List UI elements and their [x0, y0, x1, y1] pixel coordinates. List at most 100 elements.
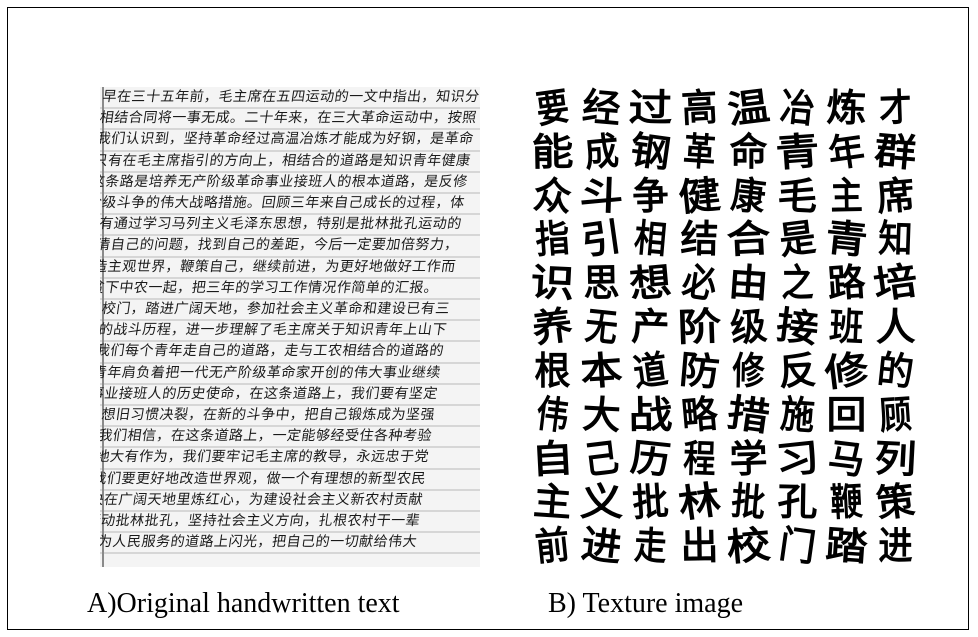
texture-glyph: 培	[870, 257, 920, 309]
texture-glyph: 回	[826, 391, 867, 437]
texture-glyph: 措	[724, 388, 773, 440]
texture-glyph: 接	[774, 301, 822, 352]
handwritten-line: 让青春在为人民服务的道路上闪光，把自己的一切献给伟大的事业。	[100, 534, 418, 551]
texture-glyph: 康	[728, 170, 769, 220]
caption-a: A)Original handwritten text	[87, 588, 400, 619]
handwritten-line: 改造主观世界，鞭策自己，继续前进，为更好地做好工作而奋斗。	[100, 258, 457, 275]
texture-glyph: 产	[630, 303, 671, 350]
texture-glyph: 鞭	[829, 478, 864, 526]
handwritten-line: 同旧思想旧习惯决裂，在新的斗争中，把自己锻炼成为坚强的接班人。	[100, 407, 436, 424]
texture-glyph: 席	[874, 170, 917, 220]
texture-glyph: 大	[581, 390, 622, 438]
texture-glyph: 要	[533, 86, 572, 132]
texture-glyph: 义	[579, 479, 624, 525]
texture-glyph: 批	[729, 477, 768, 526]
texture-glyph: 养	[529, 301, 575, 352]
texture-glyph: 防	[677, 346, 722, 395]
texture-glyph: 相	[632, 215, 669, 263]
handwritten-line: 早在三十五年前，毛主席在五四运动的一文中指出，知识分子如果不和工农	[101, 89, 480, 105]
texture-glyph: 程	[682, 434, 717, 481]
texture-glyph: 青	[823, 214, 870, 264]
texture-glyph: 顾	[877, 390, 914, 438]
texture-glyph: 列	[873, 434, 918, 482]
texture-glyph: 钢	[627, 126, 674, 177]
handwritten-line: 这条路是培养无产阶级革命事业接班人的根本道路，是反修防修的战略措施。	[100, 173, 469, 190]
texture-glyph: 校	[724, 521, 773, 568]
handwritten-line: 我们坚决在广阔天地里炼红心，为建设社会主义新农村贡献力量。	[100, 491, 424, 508]
texture-glyph: 班	[828, 303, 865, 350]
handwritten-line: 走出校门，踏进广阔天地，参加社会主义革命和建设已有三年之久。回顾自己	[100, 301, 451, 318]
texture-glyph: 批	[630, 478, 671, 526]
texture-glyph: 主	[829, 172, 864, 218]
texture-glyph: 走	[633, 522, 668, 568]
texture-glyph: 林	[675, 476, 724, 527]
texture-glyph: 炼	[825, 86, 868, 131]
texture-glyph: 健	[676, 170, 723, 220]
texture-glyph: 毛	[776, 171, 819, 219]
texture-glyph: 道	[630, 345, 671, 395]
texture-glyph: 修	[821, 345, 871, 396]
texture-glyph: 之	[781, 260, 814, 306]
texture-glyph: 伟	[533, 389, 572, 439]
texture-glyph: 斗	[578, 171, 625, 219]
handwritten-line: 经过的战斗历程，进一步理解了毛主席关于知识青年上山下乡的指示。	[100, 322, 448, 339]
texture-glyph: 想	[627, 258, 674, 307]
texture-glyph: 革	[681, 127, 718, 175]
texture-glyph: 修	[731, 347, 766, 394]
texture-glyph: 策	[873, 477, 918, 527]
texture-glyph: 引	[578, 213, 625, 264]
texture-glyph: 施	[778, 390, 817, 438]
texture-glyph: 阶	[676, 303, 723, 350]
texture-glyph: 略	[679, 390, 720, 439]
handwritten-line: 认清自己的问题，找到自己的差距，今后一定要加倍努力，改造世界观。	[100, 237, 460, 254]
texture-glyph: 由	[727, 258, 771, 307]
handwritten-line: 这是我们每个青年走自己的道路，走与工农相结合的道路的一件大事。	[100, 343, 445, 360]
texture-glyph: 习	[773, 433, 822, 483]
texture-glyph: 马	[825, 433, 868, 483]
texture-glyph: 识	[529, 259, 576, 307]
texture-glyph: 众	[531, 170, 574, 220]
texture-glyph: 成	[582, 127, 621, 176]
handwritten-line: 革命事业接班人的历史使命，在这条道路上，我们要有坚定不移的决心。	[100, 385, 439, 402]
handwritten-line: 只有在毛主席指引的方向上，相结合的道路是知识青年健康成长的唯一道路。	[100, 152, 472, 169]
texture-glyph: 年	[825, 126, 868, 177]
texture-glyph: 的	[875, 346, 916, 395]
texture-glyph: 级	[728, 302, 769, 351]
texture-glyph: 自	[530, 434, 575, 482]
handwritten-line: 今后，我们要更好地改造世界观，做一个有理想的新型农民，革命到底。	[100, 470, 427, 487]
texture-glyph: 合	[725, 215, 772, 263]
handwritten-line: 相结合同将一事无成。二十年来，在三大革命运动中，按照毛主席教导的必要	[100, 110, 478, 127]
texture-glyph: 高	[680, 86, 719, 131]
texture-glyph: 争	[631, 171, 670, 219]
handwritten-line: 和贫下中农一起，把三年的学习工作情况作简单的汇报。	[100, 279, 440, 296]
handwritten-line: 团结，我们相信，在这条道路上，一定能够经受住各种考验，继续前进。	[100, 428, 433, 445]
texture-glyph: 指	[533, 215, 572, 263]
texture-glyph: 必	[679, 258, 720, 308]
texture-glyph: 冶	[778, 86, 817, 132]
texture-glyph: 孔	[777, 478, 818, 525]
texture-glyph: 才	[878, 86, 913, 131]
texture-glyph: 历	[628, 433, 673, 483]
texture-glyph: 己	[581, 433, 622, 483]
texture-grid: 要经过高温冶炼才能成钢革命青年群众斗争健康毛主席指引相结合是青知识思想必由之路培…	[528, 86, 920, 568]
texture-glyph: 知	[877, 215, 914, 262]
texture-glyph: 能	[531, 128, 574, 175]
texture-glyph: 结	[680, 216, 719, 262]
caption-b: B) Texture image	[548, 588, 744, 619]
texture-glyph: 主	[531, 477, 574, 526]
texture-glyph: 学	[728, 434, 769, 482]
handwritten-line: 以实际行动批林批孔，坚持社会主义方向，扎根农村干一辈子革命。	[100, 513, 421, 530]
texture-glyph: 过	[628, 86, 673, 131]
texture-glyph: 经	[580, 86, 623, 132]
texture-glyph: 门	[776, 520, 819, 568]
texture-glyph: 无	[583, 302, 620, 351]
texture-glyph: 是	[776, 214, 819, 264]
texture-glyph: 青	[774, 127, 821, 176]
handwritten-line: 阶级斗争的伟大战略措施。回顾三年来自己成长的过程，体会深刻。	[100, 195, 466, 212]
texture-glyph: 根	[534, 347, 571, 393]
handwritten-line: 只有通过学习马列主义毛泽东思想，特别是批林批孔运动的学习，才能	[100, 216, 463, 233]
texture-glyph: 前	[533, 521, 572, 568]
handwritten-line: 革命青年肩负着把一代无产阶级革命家开创的伟大事业继续推向前进。	[100, 364, 442, 381]
texture-glyph: 进	[878, 523, 913, 568]
texture-glyph: 人	[875, 303, 916, 350]
